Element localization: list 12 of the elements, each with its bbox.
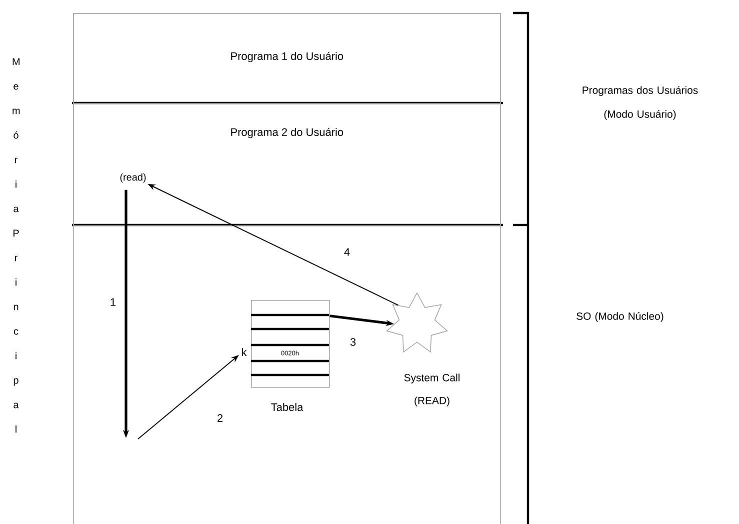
- edge-label: 4: [344, 248, 350, 256]
- vertical-label: Memória Principal: [12, 58, 20, 433]
- edge-label: 1: [110, 298, 116, 306]
- edge-label: 2: [218, 414, 222, 422]
- edge-label: 3: [350, 338, 356, 346]
- memory-band: Programa 1 do Usuário: [73, 13, 501, 104]
- call-label: (read): [120, 173, 146, 183]
- region-label: SO (Modo Núcleo): [576, 312, 664, 322]
- index-label: k: [242, 348, 247, 356]
- node-label: Tabela: [271, 402, 304, 412]
- node-label: System Call (READ): [404, 374, 460, 406]
- region-label: Programas dos Usuários (Modo Usuário): [582, 86, 698, 120]
